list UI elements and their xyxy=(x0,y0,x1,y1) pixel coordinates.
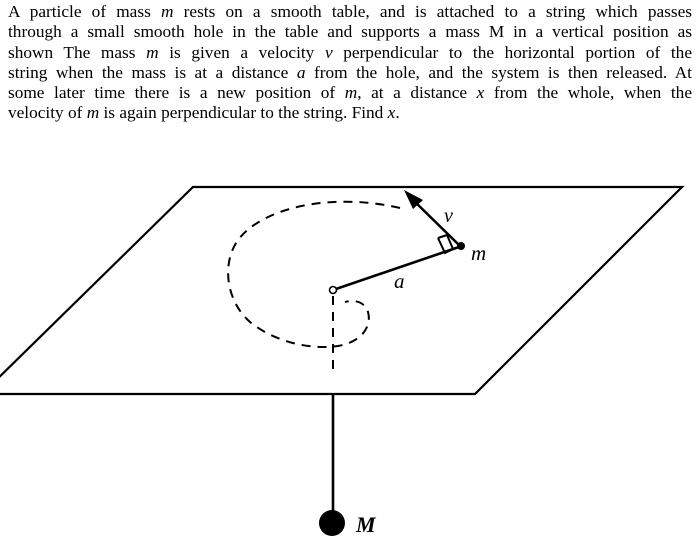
math-variable: m xyxy=(160,2,174,21)
math-variable: x xyxy=(476,83,485,103)
math-variable: x xyxy=(387,103,396,123)
math-variable: m xyxy=(146,42,159,62)
problem-line: some later time there is a new position … xyxy=(8,83,692,103)
problem-statement: A particle of mass m rests on a smooth t… xyxy=(8,2,692,124)
math-variable: a xyxy=(296,62,306,82)
problem-line: shown The mass m is given a velocity v p… xyxy=(8,42,692,62)
dashed-trajectory xyxy=(227,200,401,348)
right-angle-marker xyxy=(437,237,452,255)
particle-m xyxy=(457,242,465,250)
math-variable: v xyxy=(324,42,333,62)
velocity-arrow xyxy=(409,196,459,245)
math-variable: m xyxy=(86,103,100,123)
velocity-arrowhead xyxy=(404,190,423,209)
table-plane xyxy=(0,185,685,396)
label-M: M xyxy=(355,512,377,537)
string-horizontal xyxy=(332,245,460,292)
label-m: m xyxy=(471,241,486,265)
label-a: a xyxy=(394,269,405,293)
problem-line: through a small smooth hole in the table… xyxy=(8,22,692,42)
physics-diagram: v m a M xyxy=(0,185,685,537)
mass-M xyxy=(319,510,345,536)
label-v: v xyxy=(444,205,453,227)
problem-line: A particle of mass m rests on a smooth t… xyxy=(8,2,693,21)
math-variable: m xyxy=(344,83,358,103)
problem-line: string when the mass is at a distance a … xyxy=(8,62,692,82)
hole xyxy=(328,285,338,295)
problem-line: velocity of m is again perpendicular to … xyxy=(8,103,400,123)
